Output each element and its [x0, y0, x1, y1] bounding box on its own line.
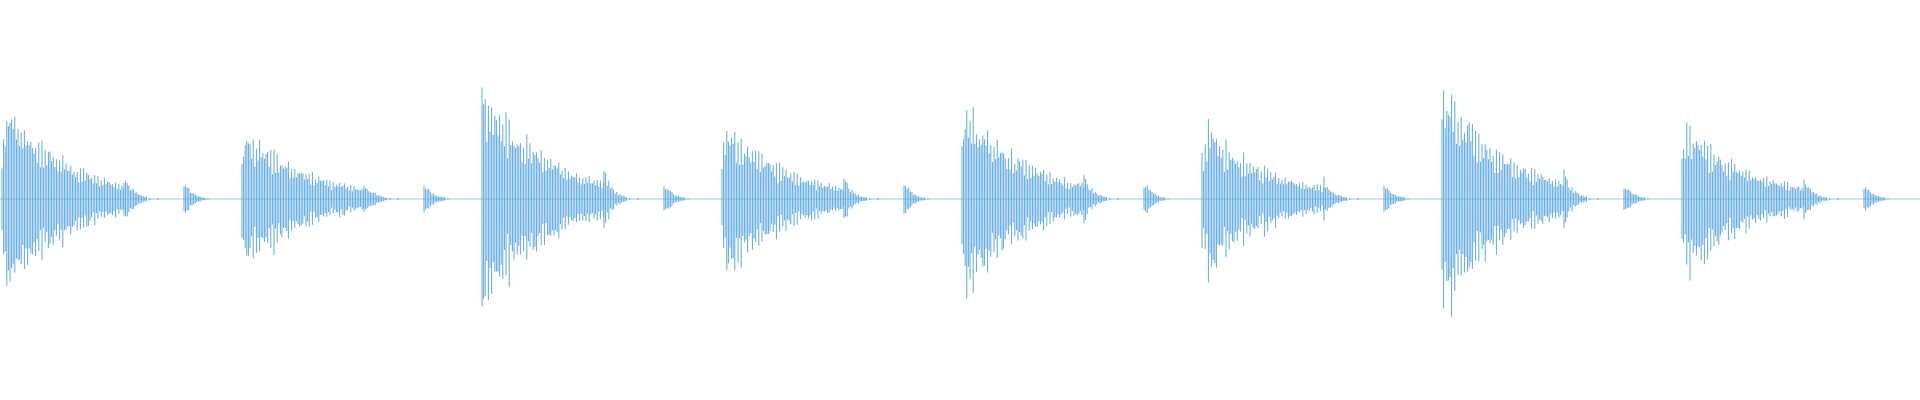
waveform-bars [1, 87, 1889, 317]
